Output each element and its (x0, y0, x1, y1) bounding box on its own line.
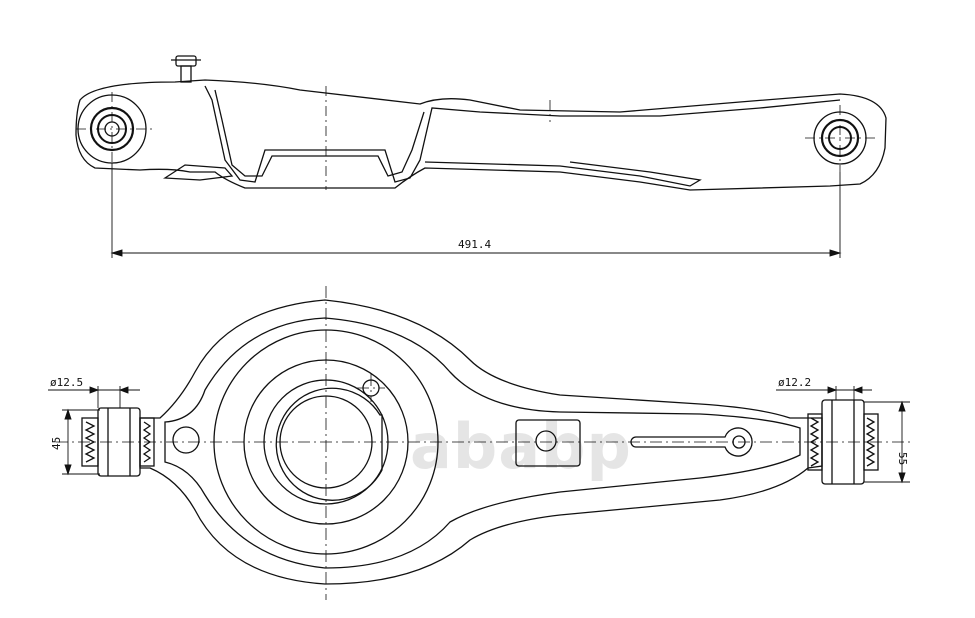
length-dimension (110, 163, 842, 258)
side-view (75, 55, 887, 191)
plan-view-centerlines (56, 286, 910, 600)
plan-view-bore (275, 387, 383, 501)
side-view-lower-tab (162, 164, 234, 181)
right-diameter-label: ø12.2 (778, 376, 811, 389)
right-width-label: 55 (896, 452, 909, 465)
length-dimension-label: 491.4 (458, 238, 491, 251)
plan-view-slot (630, 427, 753, 457)
side-view-outline (75, 79, 887, 191)
watermark-text: ababp (410, 410, 632, 483)
left-width-label: 45 (50, 437, 63, 450)
left-diameter-callout (48, 386, 140, 408)
left-width-dimension (62, 408, 100, 476)
right-width-dimension (864, 400, 910, 484)
plan-view-pad (515, 419, 581, 467)
watermark-logo: ababp (410, 410, 632, 483)
side-view-bolt (171, 55, 201, 83)
plan-view-inner-rib (164, 317, 801, 569)
side-view-flange-upper (204, 85, 841, 183)
plan-view (56, 286, 910, 600)
plan-view-left-hole (172, 426, 200, 454)
right-diameter-callout (776, 386, 872, 400)
plan-view-pad-hole (535, 430, 557, 452)
side-view-lower-plate (424, 161, 702, 187)
side-view-centerlines (76, 86, 878, 190)
side-view-flange-inner (214, 89, 425, 177)
left-diameter-label: ø12.5 (50, 376, 83, 389)
